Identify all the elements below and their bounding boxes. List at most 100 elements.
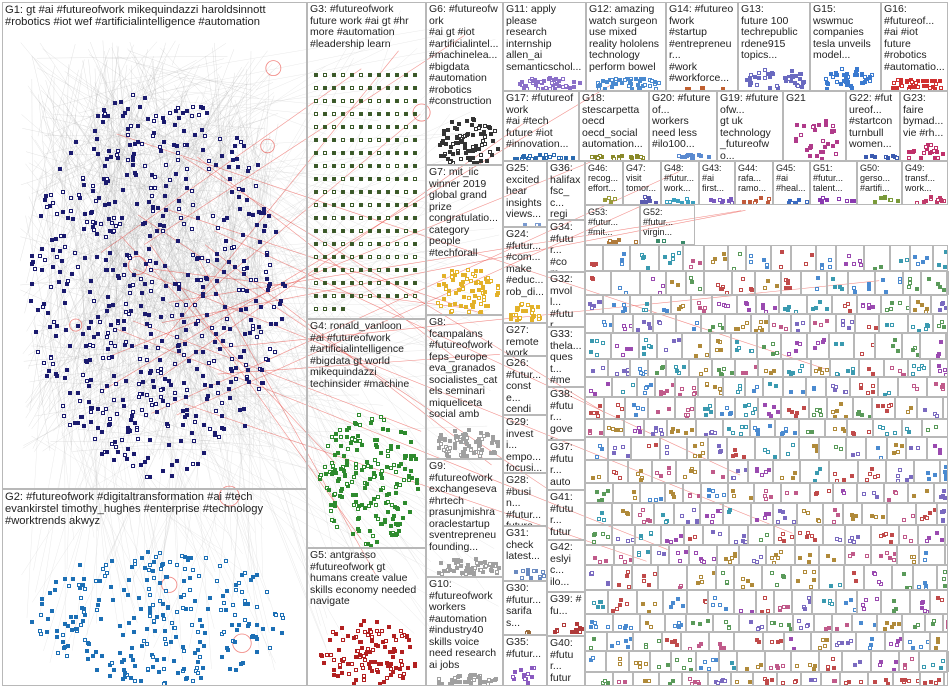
small-group-cell[interactable] [791,314,810,333]
small-group-cell[interactable] [628,460,652,483]
small-group-cell[interactable] [892,565,913,590]
small-group-cell[interactable] [585,271,611,295]
small-group-cell[interactable] [862,503,887,525]
small-group-cell[interactable] [800,460,829,483]
small-group-cell[interactable] [933,314,948,333]
small-group-cell[interactable] [775,419,799,437]
small-group-cell[interactable] [819,545,845,565]
group-g26[interactable]: G26: #futur... conste... cendia... [503,356,547,415]
small-group-cell[interactable] [934,483,948,503]
small-group-cell[interactable] [585,377,612,397]
small-group-cell[interactable] [637,590,663,614]
small-group-cell[interactable] [703,525,729,545]
group-g44[interactable]: G44: rafa... ramo... [735,161,773,205]
small-group-cell[interactable] [689,359,712,377]
small-group-cell[interactable] [612,525,635,545]
small-group-cell[interactable] [930,359,948,377]
small-group-cell[interactable] [651,295,671,314]
small-group-cell[interactable] [795,525,823,545]
small-group-cell[interactable] [902,419,922,437]
small-group-cell[interactable] [799,437,819,460]
small-group-cell[interactable] [842,651,871,672]
group-g52[interactable]: G52: #futur... virgin... [640,205,695,245]
small-group-cell[interactable] [819,565,844,590]
small-group-cell[interactable] [910,590,930,614]
small-group-cell[interactable] [659,672,682,686]
small-group-cell[interactable] [648,397,675,419]
small-group-cell[interactable] [717,545,739,565]
small-group-cell[interactable] [585,437,608,460]
small-group-cell[interactable] [739,545,766,565]
small-group-cell[interactable] [613,672,633,686]
small-group-cell[interactable] [836,590,857,614]
small-group-cell[interactable] [629,651,650,672]
small-group-cell[interactable] [852,614,877,632]
small-group-cell[interactable] [877,614,902,632]
small-group-cell[interactable] [633,314,653,333]
small-group-cell[interactable] [833,483,857,503]
small-group-cell[interactable] [728,460,748,483]
small-group-cell[interactable] [827,271,848,295]
group-g10[interactable]: G10: #futureofwork workers #automation #… [426,577,503,686]
small-group-cell[interactable] [921,271,947,295]
small-group-cell[interactable] [653,314,676,333]
group-g16[interactable]: G16: #futureof... #ai #iot future #robot… [881,2,948,91]
small-group-cell[interactable] [608,460,628,483]
small-group-cell[interactable] [773,460,800,483]
small-group-cell[interactable] [844,565,864,590]
small-group-cell[interactable] [908,483,934,503]
small-group-cell[interactable] [769,314,791,333]
small-group-cell[interactable] [943,397,948,419]
small-group-cell[interactable] [585,397,604,419]
small-group-cell[interactable] [944,672,948,686]
small-group-cell[interactable] [756,295,779,314]
small-group-cell[interactable] [728,483,754,503]
small-group-cell[interactable] [871,545,897,565]
small-group-cell[interactable] [735,397,758,419]
group-g32[interactable]: G32: mvoll... #futur... huma... [547,272,585,327]
small-group-cell[interactable] [734,565,762,590]
small-group-cell[interactable] [684,525,703,545]
small-group-cell[interactable] [612,377,637,397]
small-group-cell[interactable] [781,483,810,503]
small-group-cell[interactable] [604,419,624,437]
small-group-cell[interactable] [727,437,755,460]
small-group-cell[interactable] [745,377,763,397]
small-group-cell[interactable] [632,503,654,525]
group-g5[interactable]: G5: antgrasso #futureofwork gt humans cr… [307,548,426,686]
small-group-cell[interactable] [847,419,873,437]
small-group-cell[interactable] [857,483,884,503]
small-group-cell[interactable] [897,545,919,565]
small-group-cell[interactable] [793,614,814,632]
small-group-cell[interactable] [704,245,728,271]
small-group-cell[interactable] [855,314,879,333]
small-group-cell[interactable] [823,525,845,545]
small-group-cell[interactable] [807,333,829,359]
small-group-cell[interactable] [881,295,910,314]
small-group-cell[interactable] [633,545,651,565]
small-group-cell[interactable] [666,359,689,377]
small-group-cell[interactable] [734,632,763,651]
small-group-cell[interactable] [925,614,943,632]
group-g48[interactable]: G48: #futur... work... [661,161,699,205]
small-group-cell[interactable] [604,397,625,419]
small-group-cell[interactable] [811,359,830,377]
small-group-cell[interactable] [687,437,708,460]
small-group-cell[interactable] [918,525,945,545]
small-group-cell[interactable] [683,245,704,271]
small-group-cell[interactable] [585,314,613,333]
group-g2[interactable]: G2: #futureofwork #digitaltransformation… [2,489,307,686]
small-group-cell[interactable] [810,314,836,333]
small-group-cell[interactable] [873,419,902,437]
small-group-cell[interactable] [913,565,937,590]
small-group-cell[interactable] [783,377,806,397]
small-group-cell[interactable] [737,651,765,672]
group-g13[interactable]: G13: future 100 techrepublic rdene915 to… [738,2,810,91]
small-group-cell[interactable] [652,460,676,483]
small-group-cell[interactable] [682,333,710,359]
small-group-cell[interactable] [607,632,633,651]
small-group-cell[interactable] [864,245,890,271]
small-group-cell[interactable] [906,437,927,460]
small-group-cell[interactable] [840,672,868,686]
group-g36[interactable]: G36: halifax fsc_c... regio... [547,161,585,220]
